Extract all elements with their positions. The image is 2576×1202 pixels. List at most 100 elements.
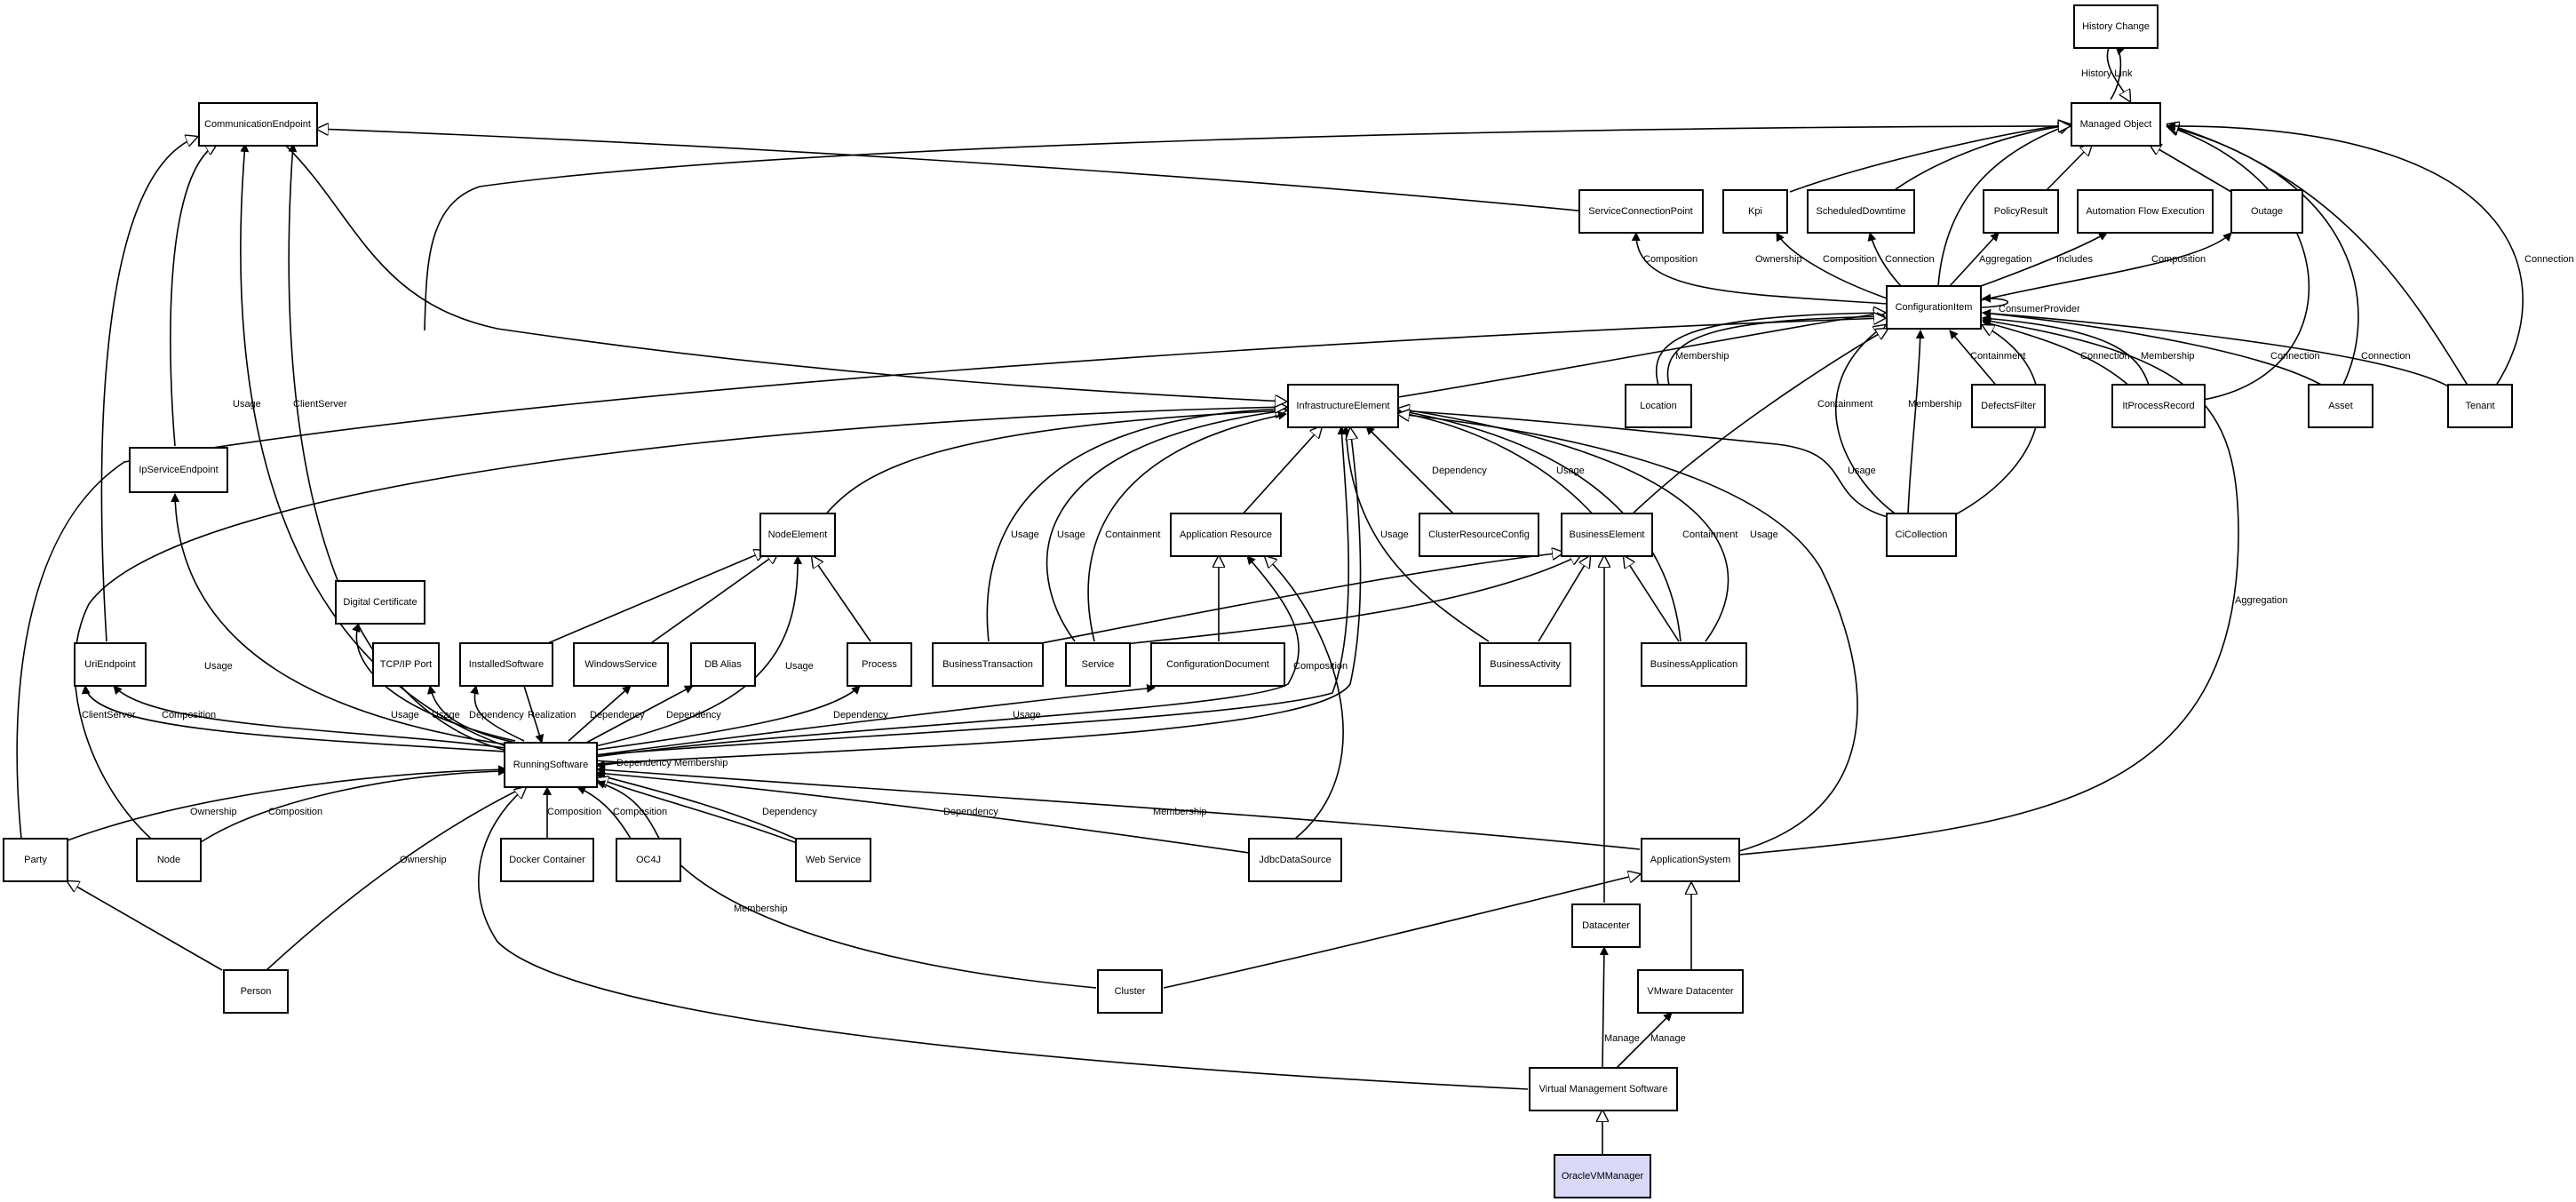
edge-label: Composition <box>1643 254 1697 265</box>
node-party[interactable]: Party <box>3 838 68 882</box>
node-process[interactable]: Process <box>847 642 912 687</box>
edge-jdbc-dependency-rs <box>596 768 1250 854</box>
node-policy-result[interactable]: PolicyResult <box>1983 189 2059 234</box>
node-application-system[interactable]: ApplicationSystem <box>1641 838 1740 882</box>
edge-outage-to-mo <box>2150 144 2232 193</box>
node-ip-service-endpoint[interactable]: IpServiceEndpoint <box>129 447 228 493</box>
edge-kpi-to-managed-object <box>1789 124 2070 193</box>
node-oc4j[interactable]: OC4J <box>616 838 681 882</box>
node-scheduled-downtime[interactable]: ScheduledDowntime <box>1807 189 1915 234</box>
edge-uri-to-comm <box>100 137 197 642</box>
edge-ipservice-to-comm <box>170 144 217 447</box>
edge-label: Connection <box>2361 351 2411 362</box>
node-uri-endpoint[interactable]: UriEndpoint <box>74 642 147 687</box>
edge-party-to-ci <box>16 318 1885 840</box>
node-label: Docker Container <box>509 855 585 865</box>
node-tenant[interactable]: Tenant <box>2447 384 2513 428</box>
edge-ci-to-managed-object <box>1937 124 2070 287</box>
edge-defects-to-ci <box>1949 330 2000 389</box>
edge-business-activity-usage <box>1341 426 1490 642</box>
edge-location-to-ci <box>1655 313 1885 389</box>
edge-label: Dependency <box>833 710 888 720</box>
node-label: UriEndpoint <box>84 659 135 670</box>
node-label: ConfigurationItem <box>1896 302 1973 313</box>
node-running-software[interactable]: RunningSoftware <box>504 742 598 788</box>
node-virtual-management-software[interactable]: Virtual Management Software <box>1529 1067 1678 1111</box>
node-automation-flow-execution[interactable]: Automation Flow Execution <box>2077 189 2214 234</box>
edge-label: Composition <box>1823 254 1877 265</box>
edge-label: Containment <box>1105 529 1160 540</box>
edge-label: Dependency <box>590 710 645 720</box>
edge-business-app-containment <box>1397 407 1682 642</box>
node-business-application[interactable]: BusinessApplication <box>1641 642 1747 687</box>
edge-scheduled-downtime-to-mo <box>1891 125 2070 193</box>
edge-process-to-node-element <box>812 556 871 642</box>
edge-person-to-party <box>68 881 223 971</box>
edge-label: Usage <box>204 661 233 672</box>
node-configuration-document[interactable]: ConfigurationDocument <box>1150 642 1285 687</box>
edge-tenant-connection-mo <box>2167 121 2524 389</box>
node-digital-certificate[interactable]: Digital Certificate <box>335 580 425 625</box>
node-application-resource[interactable]: Application Resource <box>1170 513 1282 557</box>
node-label: CiCollection <box>1896 529 1948 540</box>
node-docker-container[interactable]: Docker Container <box>500 838 594 882</box>
edge-label: Connection <box>2524 254 2574 265</box>
edge-node-to-infra <box>74 407 1286 840</box>
node-jdbc-data-source[interactable]: JdbcDataSource <box>1248 838 1342 882</box>
edge-vms-manage-vmware <box>1616 1012 1673 1069</box>
edge-itprocess-membership <box>1982 314 2151 389</box>
node-ci-collection[interactable]: CiCollection <box>1886 513 1957 557</box>
edge-label: ClientServer <box>82 710 136 720</box>
node-managed-object[interactable]: Managed Object <box>2071 102 2161 147</box>
node-person[interactable]: Person <box>223 969 289 1014</box>
node-label: Managed Object <box>2080 119 2152 130</box>
node-label: ConfigurationDocument <box>1166 659 1269 670</box>
node-it-process-record[interactable]: ItProcessRecord <box>2111 384 2206 428</box>
edge-cicollection-membership <box>1907 330 1925 516</box>
node-label: PolicyResult <box>1994 206 2048 217</box>
node-infrastructure-element[interactable]: InfrastructureElement <box>1287 384 1399 428</box>
node-configuration-item[interactable]: ConfigurationItem <box>1886 285 1982 330</box>
node-db-alias[interactable]: DB Alias <box>690 642 756 687</box>
edge-bapp-to-be <box>1624 556 1680 642</box>
node-web-service[interactable]: Web Service <box>795 838 871 882</box>
edge-label: Membership <box>734 903 788 914</box>
node-service[interactable]: Service <box>1065 642 1131 687</box>
edge-label: Usage <box>1057 529 1085 540</box>
node-datacenter[interactable]: Datacenter <box>1571 903 1641 948</box>
edge-service-to-be <box>1117 554 1581 646</box>
node-business-element[interactable]: BusinessElement <box>1561 513 1653 557</box>
node-history-change[interactable]: History Change <box>2073 4 2159 49</box>
node-label: Automation Flow Execution <box>2086 206 2204 217</box>
node-cluster[interactable]: Cluster <box>1097 969 1163 1014</box>
edge-ci-scp <box>1631 232 1888 305</box>
node-business-activity[interactable]: BusinessActivity <box>1479 642 1571 687</box>
node-tcpip-port[interactable]: TCP/IP Port <box>372 642 440 687</box>
node-asset[interactable]: Asset <box>2308 384 2373 428</box>
node-kpi[interactable]: Kpi <box>1722 189 1788 234</box>
node-installed-software[interactable]: InstalledSoftware <box>459 642 553 687</box>
edge-label: Usage <box>1380 529 1409 540</box>
edge-label: Composition <box>268 807 322 817</box>
edge-ci-consumer-provider <box>1980 293 2009 308</box>
node-cluster-resource-config[interactable]: ClusterResourceConfig <box>1419 513 1539 557</box>
node-communication-endpoint[interactable]: CommunicationEndpoint <box>198 102 318 147</box>
node-defects-filter[interactable]: DefectsFilter <box>1971 384 2046 428</box>
node-vmware-datacenter[interactable]: VMware Datacenter <box>1637 969 1744 1014</box>
edge-appsystem-membership-rs <box>596 765 1641 850</box>
node-node-element[interactable]: NodeElement <box>759 513 836 557</box>
node-node[interactable]: Node <box>136 838 202 882</box>
edge-label: Connection <box>2270 351 2320 362</box>
edge-tenant-to-mo <box>2167 124 2470 389</box>
node-outage[interactable]: Outage <box>2230 189 2303 234</box>
edge-service-containment <box>1087 410 1287 642</box>
edge-label: Aggregation <box>1979 254 2031 265</box>
node-business-transaction[interactable]: BusinessTransaction <box>932 642 1044 687</box>
node-windows-service[interactable]: WindowsService <box>573 642 669 687</box>
edge-label: Connection <box>2080 351 2130 362</box>
edge-label: ClientServer <box>293 399 347 410</box>
node-oracle-vm-manager[interactable]: OracleVMManager <box>1554 1154 1651 1198</box>
node-service-connection-point[interactable]: ServiceConnectionPoint <box>1578 189 1704 234</box>
node-location[interactable]: Location <box>1625 384 1692 428</box>
